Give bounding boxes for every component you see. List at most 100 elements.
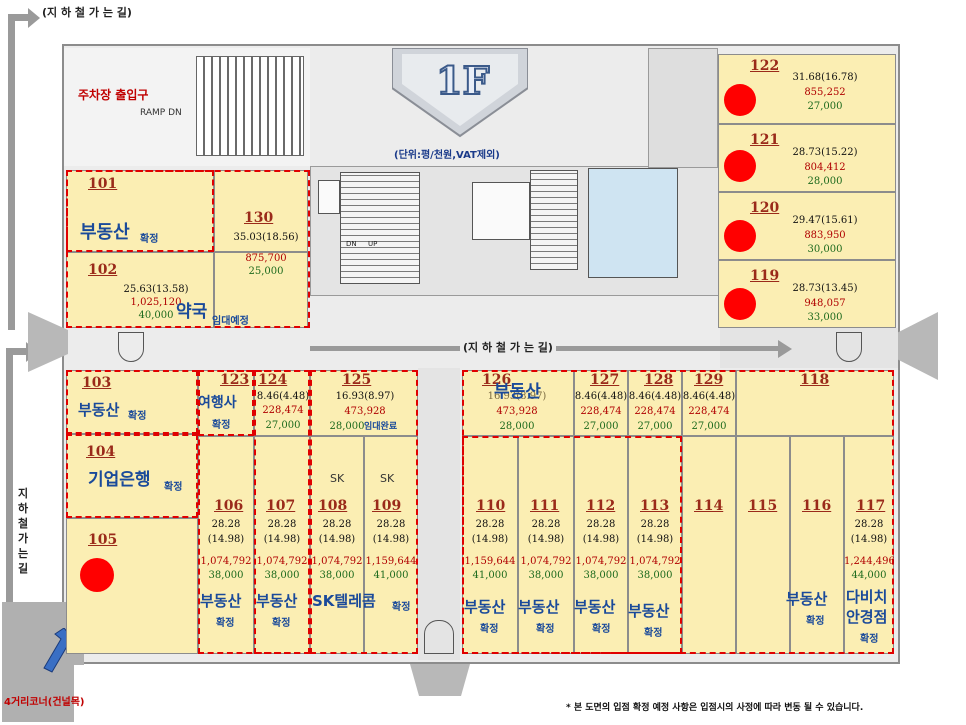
door-icon bbox=[424, 620, 454, 654]
entrance-pavement-bottom bbox=[410, 664, 470, 696]
unit-123-tenant: 여행사 bbox=[198, 395, 237, 411]
unit-101[interactable] bbox=[66, 170, 214, 252]
ramp-stripes bbox=[196, 56, 304, 156]
unit-106-status: 확정 bbox=[216, 618, 235, 629]
unit-117-tenant-line1: 다비치 bbox=[846, 588, 888, 606]
unit-130-mgmt: 25,000 bbox=[248, 266, 284, 277]
unit-129-price: 228,474 bbox=[688, 406, 730, 417]
unit-110-tenant: 부동산 bbox=[464, 598, 506, 616]
door-icon bbox=[836, 332, 862, 362]
unit-107-area2: (14.98) bbox=[263, 534, 301, 545]
unit-106-price: 1,074,792 bbox=[200, 556, 252, 567]
stair-center bbox=[530, 170, 578, 270]
unit-109[interactable] bbox=[364, 436, 418, 654]
unit-129[interactable] bbox=[682, 370, 736, 436]
unit-130-area: 35.03(18.56) bbox=[233, 232, 299, 243]
unit-128-area: 8.46(4.48) bbox=[628, 391, 682, 402]
unit-123-status: 확정 bbox=[212, 420, 231, 431]
unit-129-area: 8.46(4.48) bbox=[682, 391, 736, 402]
unit-112-tenant: 부동산 bbox=[574, 598, 616, 616]
unit-109-sk-sign: SK bbox=[380, 472, 395, 485]
highlight-104 bbox=[66, 434, 198, 518]
unit-102-pharmacy[interactable] bbox=[214, 252, 308, 328]
unit-106-area2: (14.98) bbox=[207, 534, 245, 545]
unit-127-price: 228,474 bbox=[580, 406, 622, 417]
unit-124-price: 228,474 bbox=[262, 405, 304, 416]
unit-102[interactable] bbox=[66, 252, 214, 328]
unit-125-status: 임대완료 bbox=[364, 422, 398, 432]
unit-127[interactable] bbox=[574, 370, 628, 436]
walkway-line-left-horizontal bbox=[6, 348, 28, 355]
unit-116-status: 확정 bbox=[806, 616, 825, 627]
unit-130[interactable] bbox=[214, 170, 308, 252]
unit-120-area: 29.47(15.61) bbox=[792, 215, 858, 226]
unit-122-mgmt: 27,000 bbox=[807, 101, 843, 112]
unit-121-price: 804,412 bbox=[804, 162, 846, 173]
unit-106-tenant: 부동산 bbox=[200, 592, 242, 610]
highlight-101 bbox=[66, 170, 214, 252]
unit-104-tenant: 기업은행 bbox=[88, 470, 151, 490]
unit-115[interactable] bbox=[736, 436, 790, 654]
unit-109-mgmt: 41,000 bbox=[373, 570, 409, 581]
unit-105-number: 105 bbox=[88, 532, 118, 548]
unit-108-mgmt: 38,000 bbox=[319, 570, 355, 581]
stair-label-dn: DN bbox=[346, 240, 357, 248]
unit-122-marker bbox=[724, 84, 756, 116]
unit-124-area: 8.46(4.48) bbox=[256, 391, 310, 402]
unit-118[interactable] bbox=[736, 370, 894, 436]
elevator-center bbox=[472, 182, 530, 240]
unit-102-price: 1,025,120 bbox=[130, 297, 182, 308]
unit-117-mgmt: 44,000 bbox=[851, 570, 887, 581]
parking-label: 주차장 출입구 bbox=[78, 88, 149, 102]
unit-111-status: 확정 bbox=[536, 624, 555, 635]
corner-label: 4거리코너(건널목) bbox=[4, 697, 85, 708]
unit-126-area: 16.93(8.97) bbox=[487, 391, 547, 402]
unit-113-mgmt: 38,000 bbox=[637, 570, 673, 581]
unit-127-area: 8.46(4.48) bbox=[574, 391, 628, 402]
unit-122-area: 31.68(16.78) bbox=[792, 72, 858, 83]
unit-120-marker bbox=[724, 220, 756, 252]
unit-110-price: 1,159,644 bbox=[464, 556, 516, 567]
unit-129-number: 129 bbox=[694, 372, 724, 388]
unit-113-area: 28.28 bbox=[640, 519, 670, 530]
unit-114[interactable] bbox=[682, 436, 736, 654]
unit-118-number: 118 bbox=[800, 372, 830, 388]
unit-128-price: 228,474 bbox=[634, 406, 676, 417]
unit-108-sk-sign: SK bbox=[330, 472, 345, 485]
unit-102-mgmt: 40,000 bbox=[138, 310, 174, 321]
unit-112-number: 112 bbox=[586, 498, 616, 514]
unit-106-mgmt: 38,000 bbox=[208, 570, 244, 581]
highlight-103 bbox=[66, 370, 198, 434]
walkway-arrowhead-top bbox=[28, 8, 40, 28]
unit-125-area: 16.93(8.97) bbox=[335, 391, 395, 402]
walkway-arrowhead-mid bbox=[778, 340, 792, 358]
unit-108-area2: (14.98) bbox=[318, 534, 356, 545]
unit-106-number: 106 bbox=[214, 498, 244, 514]
unit-119-mgmt: 33,000 bbox=[807, 312, 843, 323]
unit-116[interactable] bbox=[790, 436, 844, 654]
unit-111[interactable] bbox=[518, 436, 574, 654]
unit-112-area: 28.28 bbox=[586, 519, 616, 530]
unit-122-number: 122 bbox=[750, 58, 780, 74]
unit-104-status: 확정 bbox=[164, 482, 183, 493]
unit-113[interactable] bbox=[628, 436, 682, 654]
unit-108[interactable] bbox=[310, 436, 364, 654]
unit-115-number: 115 bbox=[748, 498, 778, 514]
unit-112-price: 1,074,792 bbox=[575, 556, 627, 567]
unit-101-number: 101 bbox=[88, 176, 118, 192]
unit-107-tenant: 부동산 bbox=[256, 592, 298, 610]
unit-121-mgmt: 28,000 bbox=[807, 176, 843, 187]
walkway-line-top-vertical bbox=[8, 14, 15, 330]
unit-110-area: 28.28 bbox=[475, 519, 505, 530]
unit-108-number: 108 bbox=[318, 498, 348, 514]
unit-104-number: 104 bbox=[86, 444, 116, 460]
unit-119-area: 28.73(13.45) bbox=[792, 283, 858, 294]
unit-130-number: 130 bbox=[244, 210, 274, 226]
unit-128[interactable] bbox=[628, 370, 682, 436]
unit-111-tenant: 부동산 bbox=[518, 598, 560, 616]
unit-107-status: 확정 bbox=[272, 618, 291, 629]
unit-103-tenant: 부동산 bbox=[78, 401, 120, 419]
unit-112-area2: (14.98) bbox=[582, 534, 620, 545]
unit-109-area: 28.28 bbox=[376, 519, 406, 530]
unit-116-number: 116 bbox=[802, 498, 832, 514]
